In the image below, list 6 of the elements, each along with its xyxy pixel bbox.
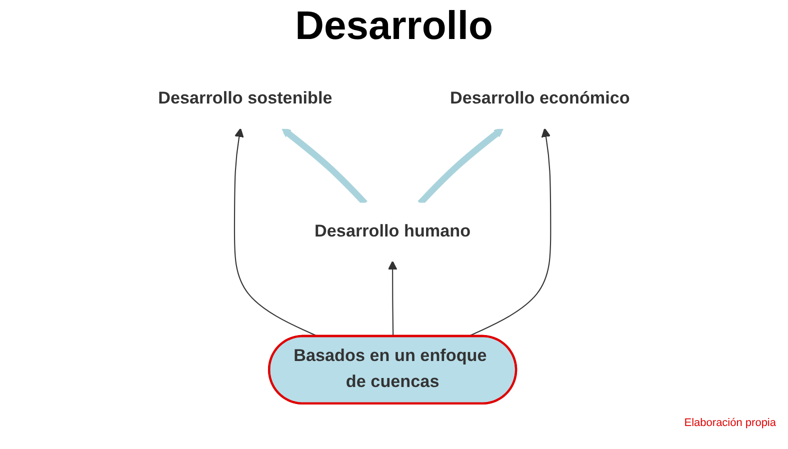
arrow xyxy=(388,260,398,337)
node-text: Desarrollo humano xyxy=(314,222,471,241)
node-text: Desarrollo económico xyxy=(450,90,630,108)
diagram-title: Desarrollo xyxy=(294,4,494,49)
source-note: Elaboración propia xyxy=(684,417,776,429)
node-text: Desarrollo sostenible xyxy=(158,90,332,108)
